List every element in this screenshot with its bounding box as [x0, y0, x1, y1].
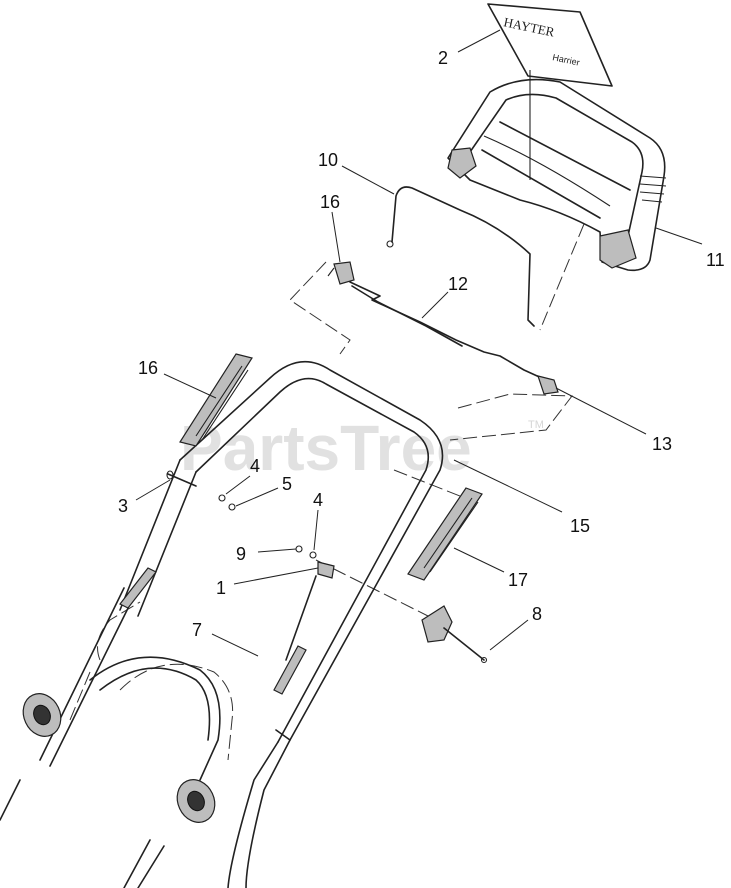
adjuster-part — [537, 375, 559, 395]
handle-labels — [119, 567, 307, 695]
decal-brand-text: HAYTER — [502, 14, 556, 39]
callout-14: 16 — [320, 192, 340, 212]
cable-guide-right-part — [407, 487, 483, 581]
callout-8: 8 — [532, 604, 542, 624]
callout-4a: 4 — [250, 456, 260, 476]
callout-11: 11 — [706, 250, 725, 270]
cable-guide-left-part — [179, 353, 253, 447]
lower-handle-part — [0, 587, 291, 888]
handle-console-part — [447, 70, 667, 272]
callout-7: 7 — [192, 620, 202, 640]
callout-5: 5 — [282, 474, 292, 494]
lever-part — [285, 561, 335, 661]
callout-13: 13 — [652, 434, 672, 454]
callout-2: 2 — [438, 48, 448, 68]
assembly-dashed-lines — [69, 223, 585, 761]
callout-12: 12 — [448, 274, 468, 294]
clip-part — [327, 261, 355, 285]
cable-part — [349, 281, 547, 381]
callout-10: 10 — [318, 150, 338, 170]
callout-9: 9 — [236, 544, 246, 564]
bolt-left-part — [166, 470, 197, 487]
callout-16: 16 — [138, 358, 158, 378]
bail-cable-part — [386, 186, 535, 327]
callout-17: 17 — [508, 570, 528, 590]
handle-knobs — [22, 693, 216, 823]
decal-part: HAYTER Harrier — [487, 3, 613, 87]
callout-4b: 4 — [313, 490, 323, 510]
callout-3: 3 — [118, 496, 128, 516]
upper-handle-part — [119, 360, 444, 743]
clamp-bolt-part — [421, 605, 488, 664]
callouts: 2 10 11 16 12 16 13 15 4 5 3 4 9 1 7 17 … — [118, 48, 725, 640]
watermark-trademark: TM — [528, 419, 544, 431]
callout-15: 15 — [570, 516, 590, 536]
watermark-text: PartsTree — [180, 412, 472, 484]
small-hardware — [218, 494, 317, 559]
decal-model-text: Harrier — [552, 52, 581, 68]
callout-1: 1 — [216, 578, 226, 598]
leader-lines — [135, 29, 703, 657]
